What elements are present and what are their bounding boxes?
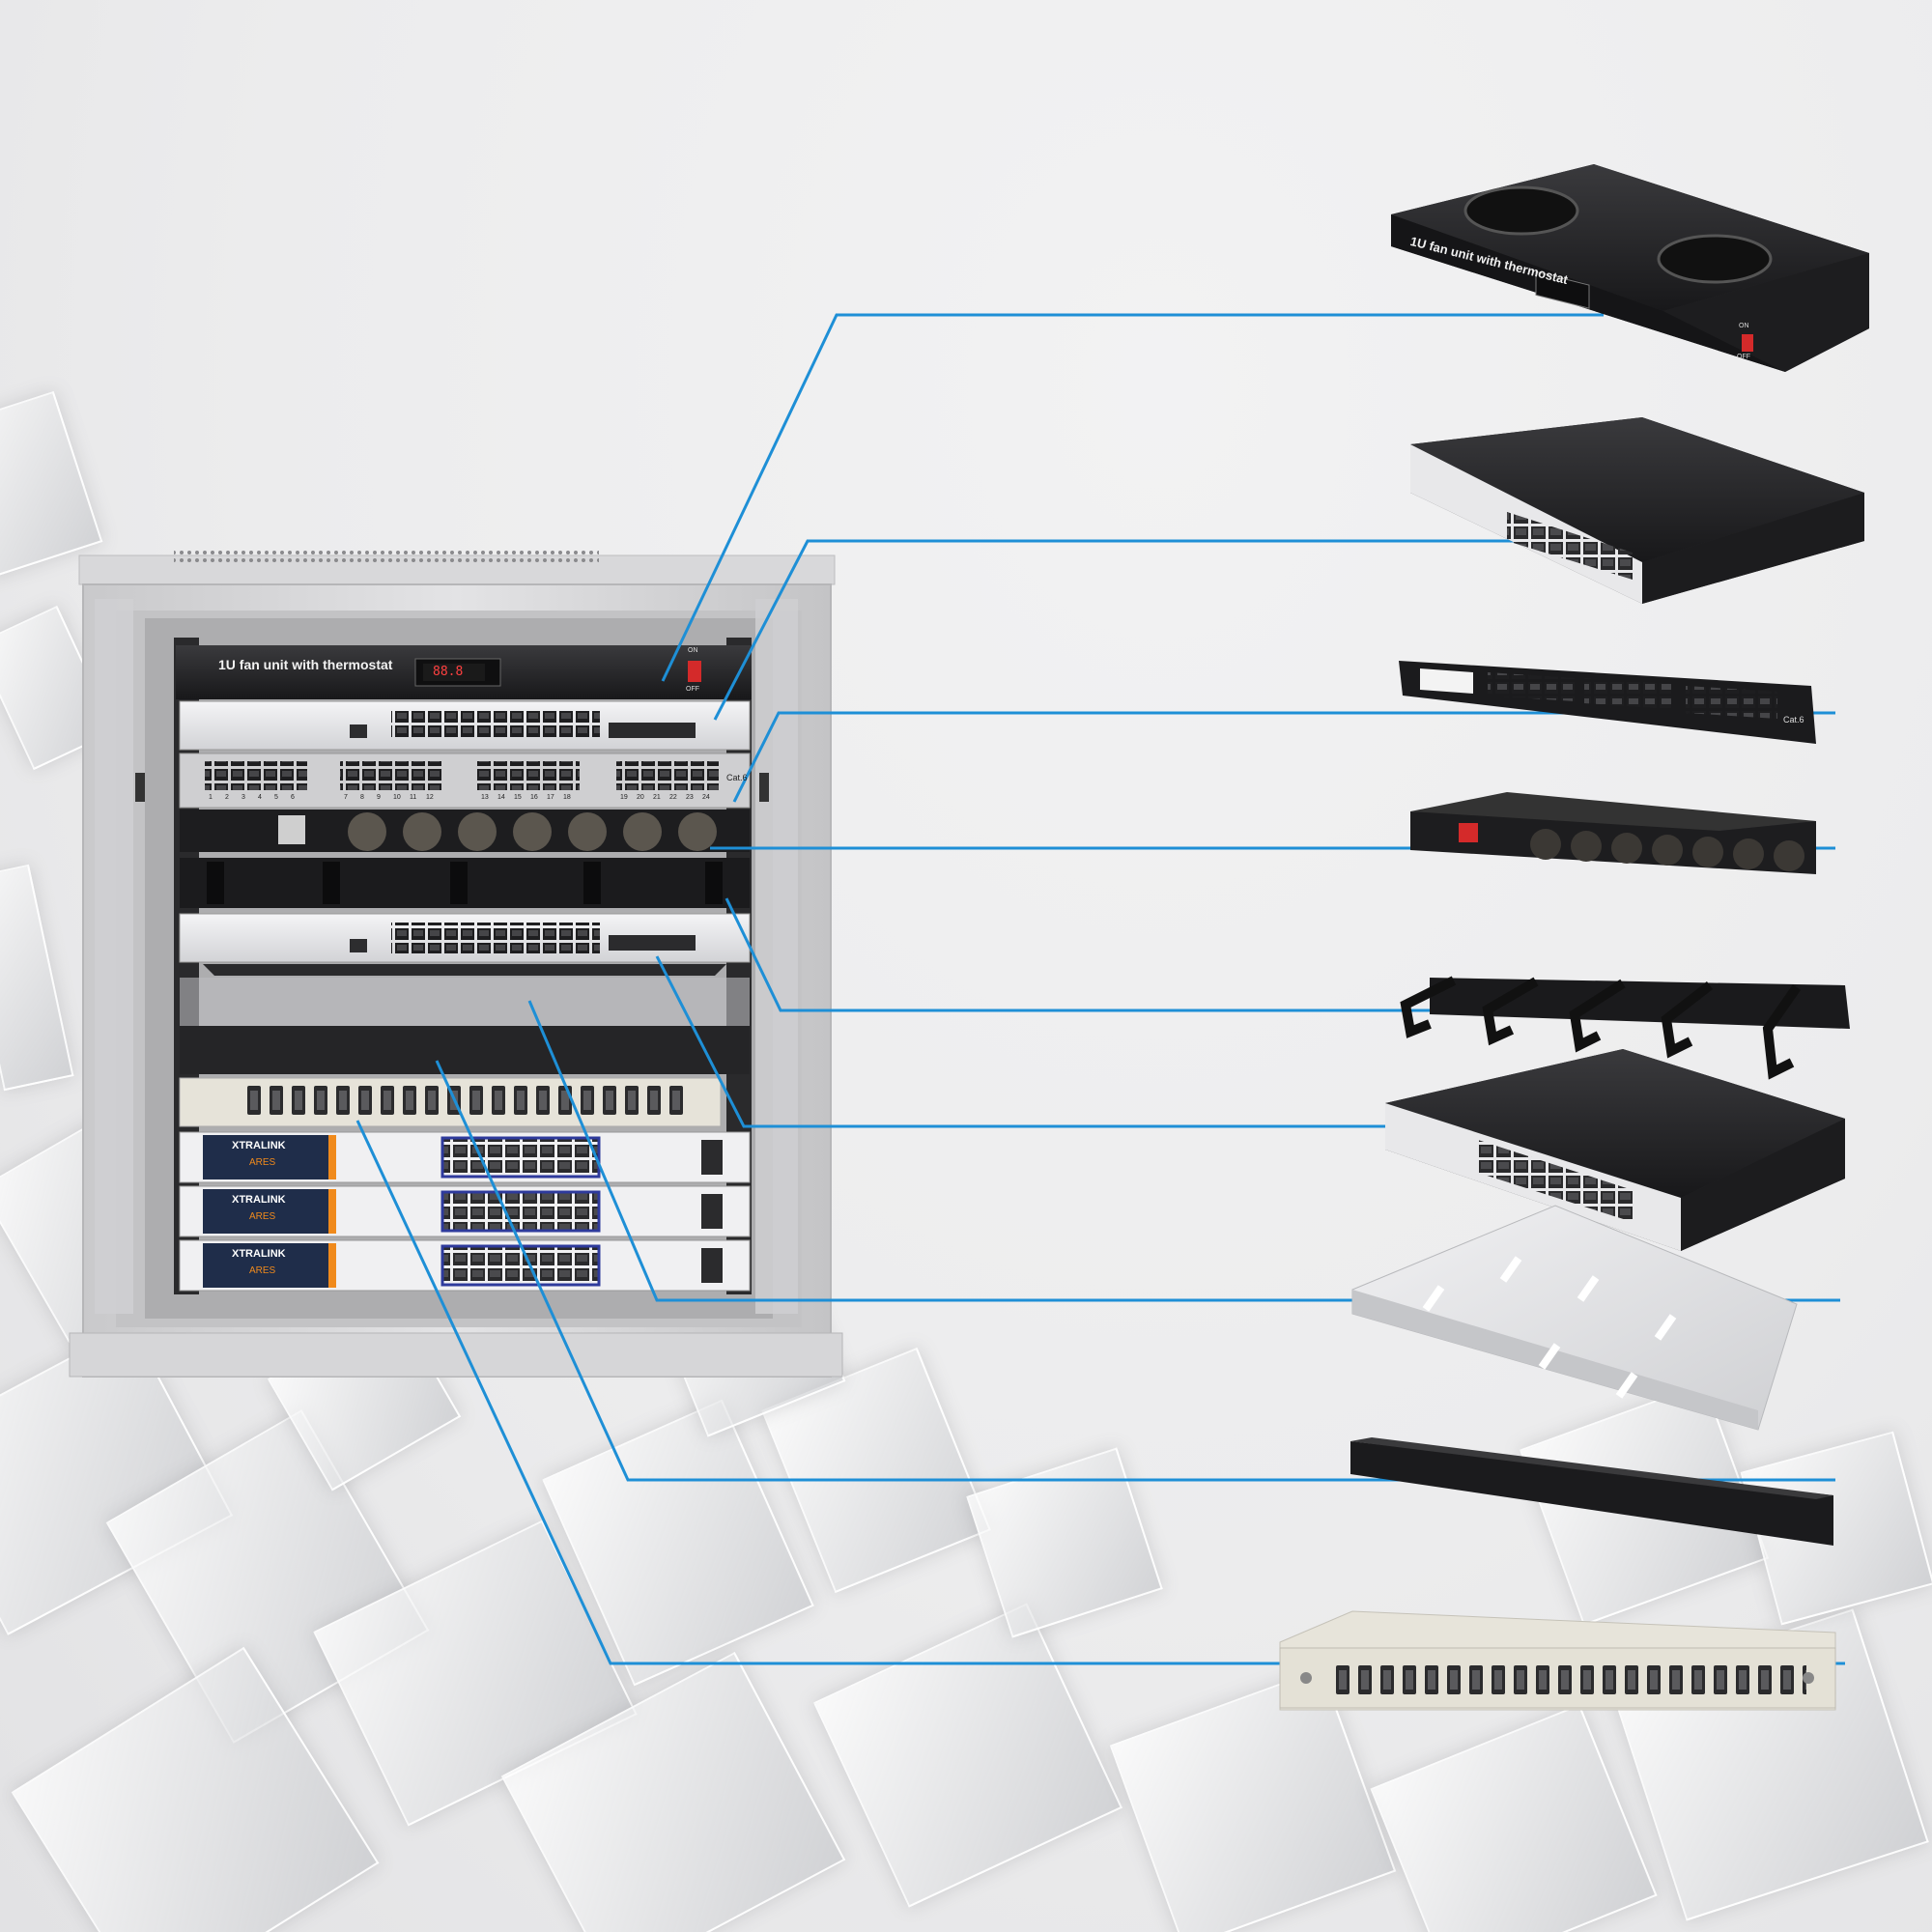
rack-patch-port-number: 4 xyxy=(258,794,262,801)
rack-fan-unit xyxy=(176,645,752,699)
rack-poe-model-1: ARES xyxy=(249,1157,276,1168)
rack-patch-port-number: 3 xyxy=(242,794,245,801)
rack-patch-port-number: 11 xyxy=(410,794,417,801)
rack-fan-display: 88.8 xyxy=(433,665,464,679)
product-patch-cat-label: Cat.6 xyxy=(1783,715,1804,724)
rack-patch-cat-label: Cat.6 xyxy=(726,773,748,782)
product-switch-2 xyxy=(1385,1049,1845,1251)
rack-cable-manager xyxy=(180,858,750,908)
rack-switch-1 xyxy=(179,700,751,751)
rack-power-strip xyxy=(180,810,750,852)
rack-switch-on-label: ON xyxy=(688,647,698,654)
wall-rack-cabinet xyxy=(69,549,843,1378)
product-shelf xyxy=(1351,1205,1798,1431)
rack-fiber-panel xyxy=(179,1077,722,1127)
leader-line-switch-top xyxy=(713,539,1835,721)
rack-patch-port-number: 20 xyxy=(637,794,644,801)
rack-patch-port-number: 13 xyxy=(481,794,489,801)
rack-patch-port-number: 7 xyxy=(344,794,348,801)
rack-poe-brand-3: XTRALINK xyxy=(232,1248,286,1260)
rack-poe-switch-3 xyxy=(179,1239,751,1292)
rack-patch-port-number: 1 xyxy=(209,794,213,801)
rack-patch-port-number: 24 xyxy=(702,794,710,801)
rack-patch-port-number: 18 xyxy=(563,794,571,801)
rack-patch-port-number: 14 xyxy=(497,794,505,801)
rack-poe-brand-2: XTRALINK xyxy=(232,1194,286,1206)
rack-patch-port-number: 2 xyxy=(225,794,229,801)
leader-line-fan xyxy=(661,313,1604,682)
rack-patch-port-number: 8 xyxy=(360,794,364,801)
rack-poe-switch-2 xyxy=(179,1185,751,1237)
rack-poe-model-3: ARES xyxy=(249,1265,276,1276)
rack-poe-model-2: ARES xyxy=(249,1211,276,1222)
rack-patch-port-number: 19 xyxy=(620,794,628,801)
rack-patch-port-number: 6 xyxy=(291,794,295,801)
rack-patch-port-number: 15 xyxy=(514,794,522,801)
rack-blank-panel xyxy=(180,1026,750,1074)
product-patch-panel xyxy=(1399,661,1816,744)
rack-patch-port-number: 23 xyxy=(686,794,694,801)
rack-patch-port-number: 5 xyxy=(274,794,278,801)
rack-poe-brand-1: XTRALINK xyxy=(232,1140,286,1151)
rack-patch-panel xyxy=(179,753,751,809)
product-switch-1 xyxy=(1410,417,1864,604)
leader-line-patch-panel xyxy=(732,711,1835,803)
product-fiber-panel xyxy=(1279,1610,1836,1711)
rack-poe-switch-1 xyxy=(179,1131,751,1183)
rack-patch-port-number: 10 xyxy=(393,794,401,801)
product-power-strip xyxy=(1410,792,1816,874)
rack-patch-port-number: 17 xyxy=(547,794,554,801)
product-cable-manager xyxy=(1400,976,1850,1080)
rack-patch-port-number: 9 xyxy=(377,794,381,801)
rack-patch-port-number: 21 xyxy=(653,794,661,801)
product-fan-off-label: OFF xyxy=(1737,354,1750,360)
rack-switch-2 xyxy=(179,913,751,976)
product-fan-unit xyxy=(1391,164,1869,372)
rack-switch-off-label: OFF xyxy=(686,686,699,693)
rack-fan-label: 1U fan unit with thermostat xyxy=(218,657,393,672)
product-fan-on-label: ON xyxy=(1739,323,1749,329)
rack-patch-port-number: 22 xyxy=(669,794,677,801)
rack-shelf xyxy=(180,978,750,1026)
rack-patch-port-number: 12 xyxy=(426,794,434,801)
product-blank-panel xyxy=(1350,1437,1833,1546)
rack-patch-port-number: 16 xyxy=(530,794,538,801)
